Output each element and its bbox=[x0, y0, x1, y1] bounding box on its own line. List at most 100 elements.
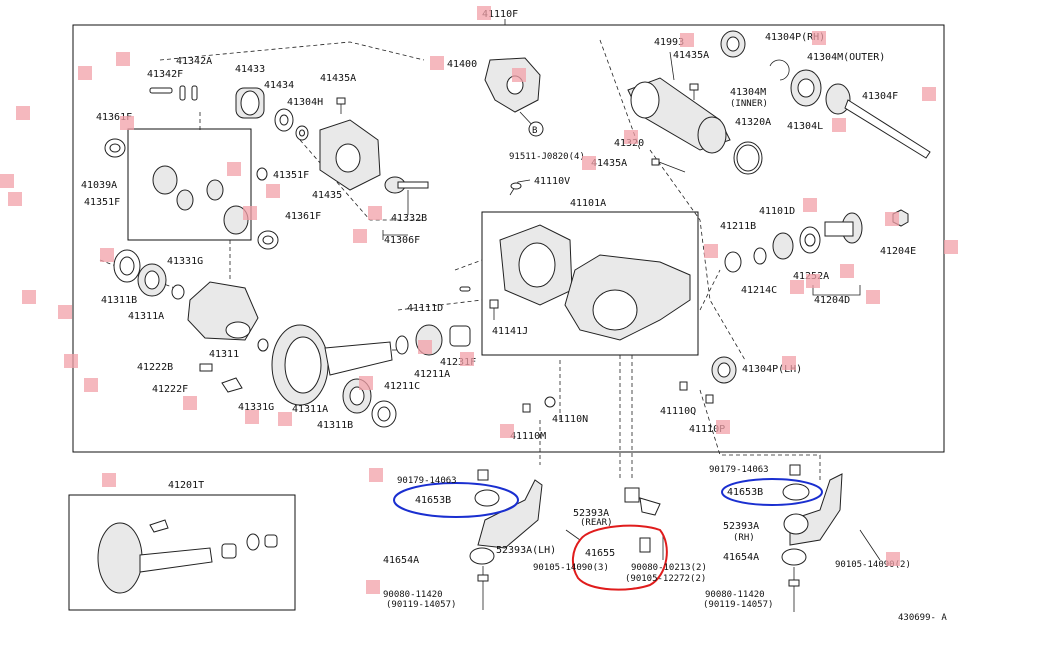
pin-group-icon bbox=[149, 85, 198, 101]
svg-text:430699- A: 430699- A bbox=[898, 613, 947, 623]
svg-text:41110V: 41110V bbox=[534, 176, 570, 187]
svg-text:41351F: 41351F bbox=[273, 170, 309, 181]
pink-marker bbox=[84, 378, 98, 392]
svg-text:41654A: 41654A bbox=[383, 555, 419, 566]
svg-text:90105-14090(2): 90105-14090(2) bbox=[835, 560, 911, 570]
pin-41993-icon bbox=[669, 51, 675, 81]
pink-marker bbox=[922, 87, 936, 101]
case-41435-icon bbox=[319, 119, 381, 191]
pink-marker bbox=[704, 244, 718, 258]
pink-marker bbox=[22, 290, 36, 304]
svg-text:41201T: 41201T bbox=[168, 480, 204, 491]
svg-text:41311B: 41311B bbox=[101, 295, 137, 306]
pink-marker bbox=[183, 396, 197, 410]
svg-text:(RH): (RH) bbox=[733, 533, 755, 543]
svg-text:41306F: 41306F bbox=[384, 235, 420, 246]
blue-annotation-left bbox=[393, 482, 519, 518]
pink-marker bbox=[944, 240, 958, 254]
blue-annotation-right bbox=[721, 478, 823, 506]
svg-text:41311A: 41311A bbox=[292, 404, 328, 415]
pink-marker bbox=[64, 354, 78, 368]
red-annotation bbox=[572, 524, 668, 591]
ring-pinion-kit-icon bbox=[97, 519, 278, 594]
svg-text:41655: 41655 bbox=[585, 548, 615, 559]
svg-text:90080-10213(2): 90080-10213(2) bbox=[631, 563, 707, 573]
svg-text:41434: 41434 bbox=[264, 80, 294, 91]
svg-text:41110N: 41110N bbox=[552, 414, 588, 425]
svg-text:41039A: 41039A bbox=[81, 180, 117, 191]
snap-ring-41304M-icon bbox=[769, 59, 790, 81]
pink-marker bbox=[512, 68, 526, 82]
svg-text:41211B: 41211B bbox=[720, 221, 756, 232]
bolt-41141J-icon bbox=[489, 299, 499, 320]
svg-text:41654A: 41654A bbox=[723, 552, 759, 563]
side-gear-41433-icon bbox=[235, 87, 265, 119]
svg-text:41204E: 41204E bbox=[880, 246, 916, 257]
svg-text:41331G: 41331G bbox=[238, 402, 274, 413]
washer-41304H-icon bbox=[295, 125, 309, 141]
seal-41304P-LH-icon bbox=[711, 356, 737, 384]
svg-text:41351F: 41351F bbox=[84, 197, 120, 208]
svg-text:(90119-14057): (90119-14057) bbox=[703, 600, 773, 610]
svg-text:90179-14063: 90179-14063 bbox=[709, 465, 769, 475]
seal-41304P-RH-icon bbox=[720, 30, 746, 58]
svg-text:41361F: 41361F bbox=[285, 211, 321, 222]
pink-marker bbox=[366, 580, 380, 594]
plug-41110Q-icon bbox=[679, 381, 688, 391]
pink-marker bbox=[477, 6, 491, 20]
mount-rear-icon bbox=[565, 487, 664, 560]
flange-icon bbox=[697, 116, 727, 154]
pink-marker bbox=[812, 31, 826, 45]
plug-41110M-icon bbox=[522, 403, 531, 413]
clip-41222F-icon bbox=[221, 377, 243, 393]
svg-text:41342F: 41342F bbox=[147, 69, 183, 80]
washer-41331G-icon bbox=[171, 284, 185, 300]
plug-41110N-icon bbox=[544, 396, 556, 408]
plug-41110P-icon bbox=[705, 394, 714, 404]
svg-text:41311: 41311 bbox=[209, 349, 239, 360]
svg-text:41435: 41435 bbox=[312, 190, 342, 201]
svg-text:41435A: 41435A bbox=[673, 50, 709, 61]
pink-marker bbox=[803, 198, 817, 212]
svg-text:(90119-14057): (90119-14057) bbox=[386, 600, 456, 610]
pink-marker bbox=[8, 192, 22, 206]
pink-marker bbox=[832, 118, 846, 132]
pink-marker bbox=[430, 56, 444, 70]
svg-text:41110Q: 41110Q bbox=[660, 406, 696, 417]
washer-41361F-bot-icon bbox=[257, 230, 279, 250]
svg-text:90080-11420: 90080-11420 bbox=[383, 590, 443, 600]
main-frame bbox=[72, 24, 945, 453]
svg-text:41332B: 41332B bbox=[391, 213, 427, 224]
pink-marker bbox=[359, 376, 373, 390]
diff-case-41311-icon bbox=[187, 281, 259, 341]
svg-text:41331G: 41331G bbox=[167, 256, 203, 267]
pink-marker bbox=[782, 356, 796, 370]
vent-41110V-icon bbox=[509, 179, 531, 196]
svg-text:41304M: 41304M bbox=[730, 87, 766, 98]
svg-text:41304H: 41304H bbox=[287, 97, 323, 108]
bearing-41304L-icon bbox=[790, 69, 822, 107]
pink-marker bbox=[353, 229, 367, 243]
spacer-41211C-icon bbox=[395, 335, 409, 355]
mount-bracket-rh-icon bbox=[781, 464, 881, 612]
svg-text:41214C: 41214C bbox=[741, 285, 777, 296]
svg-text:41204D: 41204D bbox=[814, 295, 850, 306]
svg-text:(INNER): (INNER) bbox=[730, 99, 768, 109]
svg-text:(REAR): (REAR) bbox=[580, 518, 613, 528]
svg-text:41211A: 41211A bbox=[414, 369, 450, 380]
pink-marker bbox=[266, 184, 280, 198]
seal-41311B-bot-icon bbox=[371, 400, 397, 428]
pink-marker bbox=[885, 212, 899, 226]
pink-marker bbox=[116, 52, 130, 66]
shaft-41332B-icon bbox=[384, 176, 429, 215]
bracket-41400-icon bbox=[484, 57, 541, 129]
svg-text:(90105-12272(2): (90105-12272(2) bbox=[625, 574, 706, 584]
svg-text:41993: 41993 bbox=[654, 37, 684, 48]
flange-41204D-icon bbox=[824, 212, 863, 244]
svg-text:41653B: 41653B bbox=[727, 487, 763, 498]
pink-marker bbox=[368, 206, 382, 220]
svg-text:41311B: 41311B bbox=[317, 420, 353, 431]
svg-text:41311A: 41311A bbox=[128, 311, 164, 322]
